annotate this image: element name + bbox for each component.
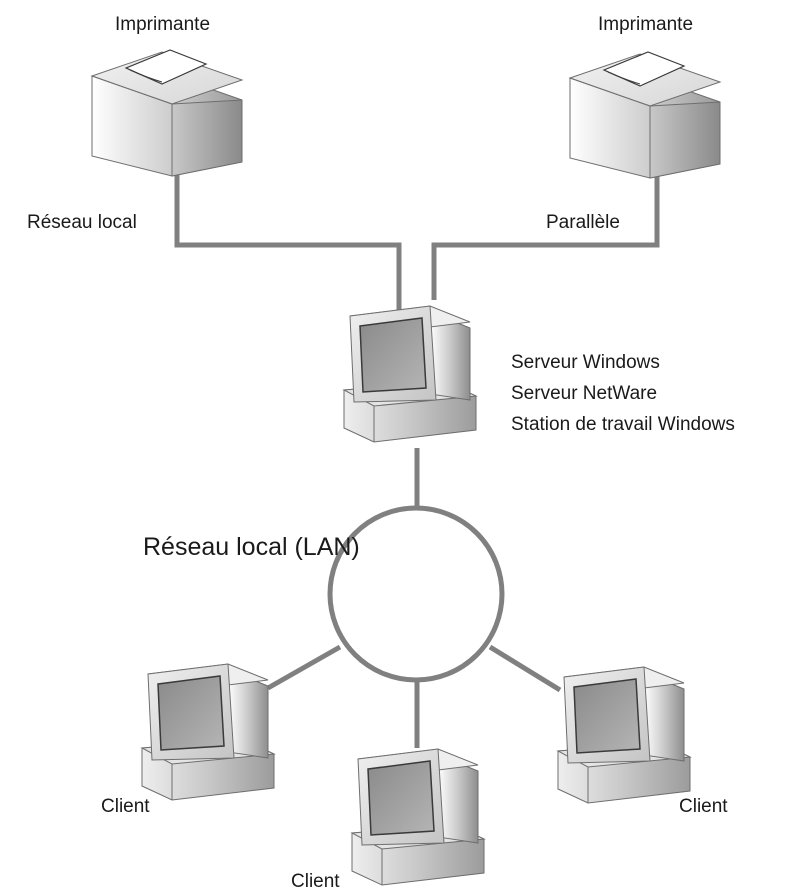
right-connection-label: Parallèle: [546, 212, 620, 233]
right-printer-link: [431, 176, 660, 300]
printer-right-label: Imprimante: [598, 14, 694, 35]
client-center-label: Client: [291, 871, 340, 892]
client-right-computer-icon: [557, 666, 691, 804]
connection-lines: [174, 172, 660, 748]
server-computer-icon: [343, 305, 477, 443]
server-role-item: Station de travail Windows: [511, 414, 735, 435]
printer-left-icon: [91, 49, 243, 177]
left-printer-link: [174, 172, 402, 312]
client-left-computer-icon: [141, 663, 275, 801]
printer-left-label: Imprimante: [115, 14, 211, 35]
server-role-list: Serveur Windows Serveur NetWare Station …: [511, 347, 735, 440]
lan-to-client-right-link: [488, 644, 562, 693]
server-role-item: Serveur Windows: [511, 352, 660, 373]
client-left-label: Client: [101, 796, 150, 817]
lan-to-client-left-link: [266, 644, 342, 691]
lan-label: Réseau local (LAN): [143, 533, 360, 561]
client-center-computer-icon: [351, 748, 485, 886]
lan-ring: [327, 505, 505, 683]
client-right-label: Client: [679, 796, 728, 817]
printer-right-icon: [569, 51, 721, 179]
server-role-item: Serveur NetWare: [511, 383, 658, 404]
left-connection-label: Réseau local: [27, 212, 137, 233]
